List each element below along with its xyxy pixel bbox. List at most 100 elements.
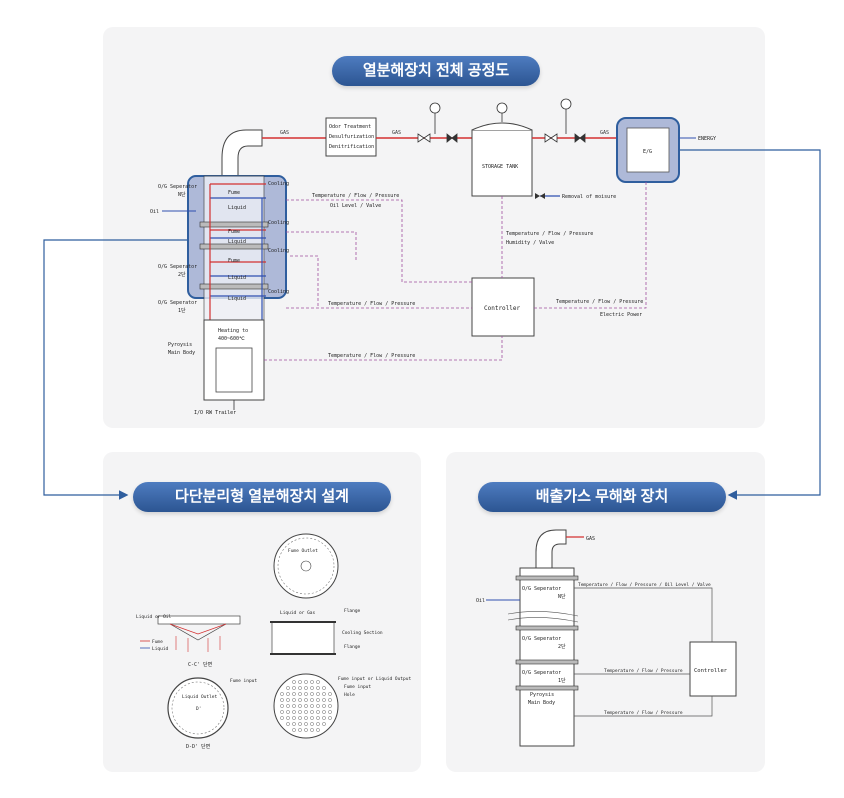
- separator-design-title: 다단분리형 열분해장치 설계: [133, 482, 391, 512]
- section-dd-label: D-D' 단면: [186, 743, 211, 750]
- hole-mark: [298, 728, 302, 732]
- odor-line-2: Desulfurization: [329, 134, 374, 140]
- hole-mark: [328, 692, 332, 696]
- removal-label: Removal of moisure: [562, 194, 616, 200]
- hole-mark: [298, 698, 302, 702]
- hole-mark: [304, 704, 308, 708]
- og-1-label: O/G Seperator: [158, 300, 197, 306]
- valve-icon: [417, 102, 458, 143]
- hole-mark: [310, 728, 314, 732]
- hole-mark: [310, 710, 314, 714]
- valve-icon-2: [544, 98, 586, 143]
- cooling-label-4: Cooling: [268, 289, 289, 295]
- hole-mark: [280, 692, 284, 696]
- tfp-top-label: Temperature / Flow / Pressure: [312, 193, 399, 199]
- hole-mark: [286, 698, 290, 702]
- hole-mark: [292, 704, 296, 708]
- heating-line-1: Heating to: [218, 328, 248, 334]
- hole-mark: [304, 716, 308, 720]
- hole-mark: [316, 698, 320, 702]
- exhaust-gas-title: 배출가스 무해화 장치: [478, 482, 726, 512]
- hole-mark: [280, 698, 284, 702]
- hole-mark: [298, 716, 302, 720]
- hole-mark: [310, 680, 314, 684]
- hole-mark: [286, 686, 290, 690]
- cooling-label-2: Cooling: [268, 220, 289, 226]
- fume-input3-label: Fume input: [344, 684, 371, 690]
- flange-label-1: Flange: [344, 608, 361, 614]
- controller-box: [471, 277, 535, 337]
- hole-mark: [304, 686, 308, 690]
- fume-outlet-label: Fume Outlet: [288, 548, 318, 554]
- tfp-bottom-label: Temperature / Flow / Pressure: [328, 353, 415, 359]
- connector-right: [679, 149, 821, 500]
- electric-label: Electric Power: [600, 312, 642, 318]
- liquid-outlet-label: Liquid Outlet: [182, 694, 218, 700]
- hole-mark: [280, 710, 284, 714]
- hole-mark: [292, 698, 296, 702]
- hole-mark: [292, 728, 296, 732]
- hole-mark: [328, 704, 332, 708]
- hole-mark: [322, 692, 326, 696]
- hole-mark: [280, 704, 284, 708]
- hole-mark: [316, 710, 320, 714]
- hole-mark: [304, 722, 308, 726]
- overall-process-title: 열분해장치 전체 공정도: [332, 56, 540, 86]
- hole-mark: [322, 716, 326, 720]
- right-og-2-sub: 2단: [558, 643, 566, 650]
- hole-mark: [316, 686, 320, 690]
- right-tfp-bottom: Temperature / Flow / Pressure: [604, 710, 683, 716]
- fume-label-3: Fume: [228, 258, 240, 264]
- hole-mark: [316, 722, 320, 726]
- fume-input-label: Fume input: [230, 678, 257, 684]
- hole-mark: [286, 722, 290, 726]
- hole-mark: [298, 686, 302, 690]
- cooling-label-3: Cooling: [268, 248, 289, 254]
- og-2-sub: 2단: [178, 271, 186, 278]
- top-section-circle: [273, 533, 339, 599]
- right-og-n: O/G Seperator: [522, 586, 561, 592]
- liquid-gas-label: Liquid or Gas: [280, 610, 316, 616]
- gas-label-2: GAS: [392, 130, 401, 136]
- hole-label: Hole: [344, 692, 355, 698]
- hole-mark: [310, 692, 314, 696]
- right-pyro-1: Pyroysis: [530, 692, 554, 698]
- cooling-label-1: Cooling: [268, 181, 289, 187]
- hole-mark: [298, 704, 302, 708]
- energy-label: ENERGY: [698, 136, 716, 142]
- hole-mark: [298, 710, 302, 714]
- eg-label: E/G: [643, 149, 652, 155]
- odor-line-1: Odor Treatment: [329, 124, 371, 130]
- odor-treatment-box: [325, 117, 377, 157]
- hole-mark: [286, 710, 290, 714]
- hole-mark: [310, 716, 314, 720]
- controller-label: Controller: [484, 305, 521, 312]
- og-2-label: O/G Seperator: [158, 264, 197, 270]
- hole-mark: [310, 698, 314, 702]
- hole-mark: [304, 710, 308, 714]
- hole-mark: [286, 704, 290, 708]
- hole-mark: [322, 710, 326, 714]
- og-n-label: O/G Seperator: [158, 184, 197, 190]
- hole-mark: [286, 716, 290, 720]
- gas-label-1: GAS: [280, 130, 289, 136]
- heating-line-2: 400~600℃: [218, 336, 245, 342]
- hole-mark: [310, 722, 314, 726]
- hole-mark: [298, 692, 302, 696]
- flange-label-2: Flange: [344, 644, 361, 650]
- liquid-label-2: Liquid: [228, 239, 246, 245]
- dd-section-circle: [167, 677, 229, 739]
- right-og-1: O/G Seperator: [522, 670, 561, 676]
- hole-mark: [310, 686, 314, 690]
- hole-mark: [280, 716, 284, 720]
- hole-mark: [298, 722, 302, 726]
- moisture-valve-icon: [535, 193, 545, 199]
- hole-mark: [316, 692, 320, 696]
- hole-mark: [316, 716, 320, 720]
- hole-mark: [292, 722, 296, 726]
- fume-legend: Fume: [152, 639, 163, 645]
- hole-mark: [304, 698, 308, 702]
- tfp-tank-label: Temperature / Flow / Pressure: [506, 231, 593, 237]
- hole-mark: [322, 686, 326, 690]
